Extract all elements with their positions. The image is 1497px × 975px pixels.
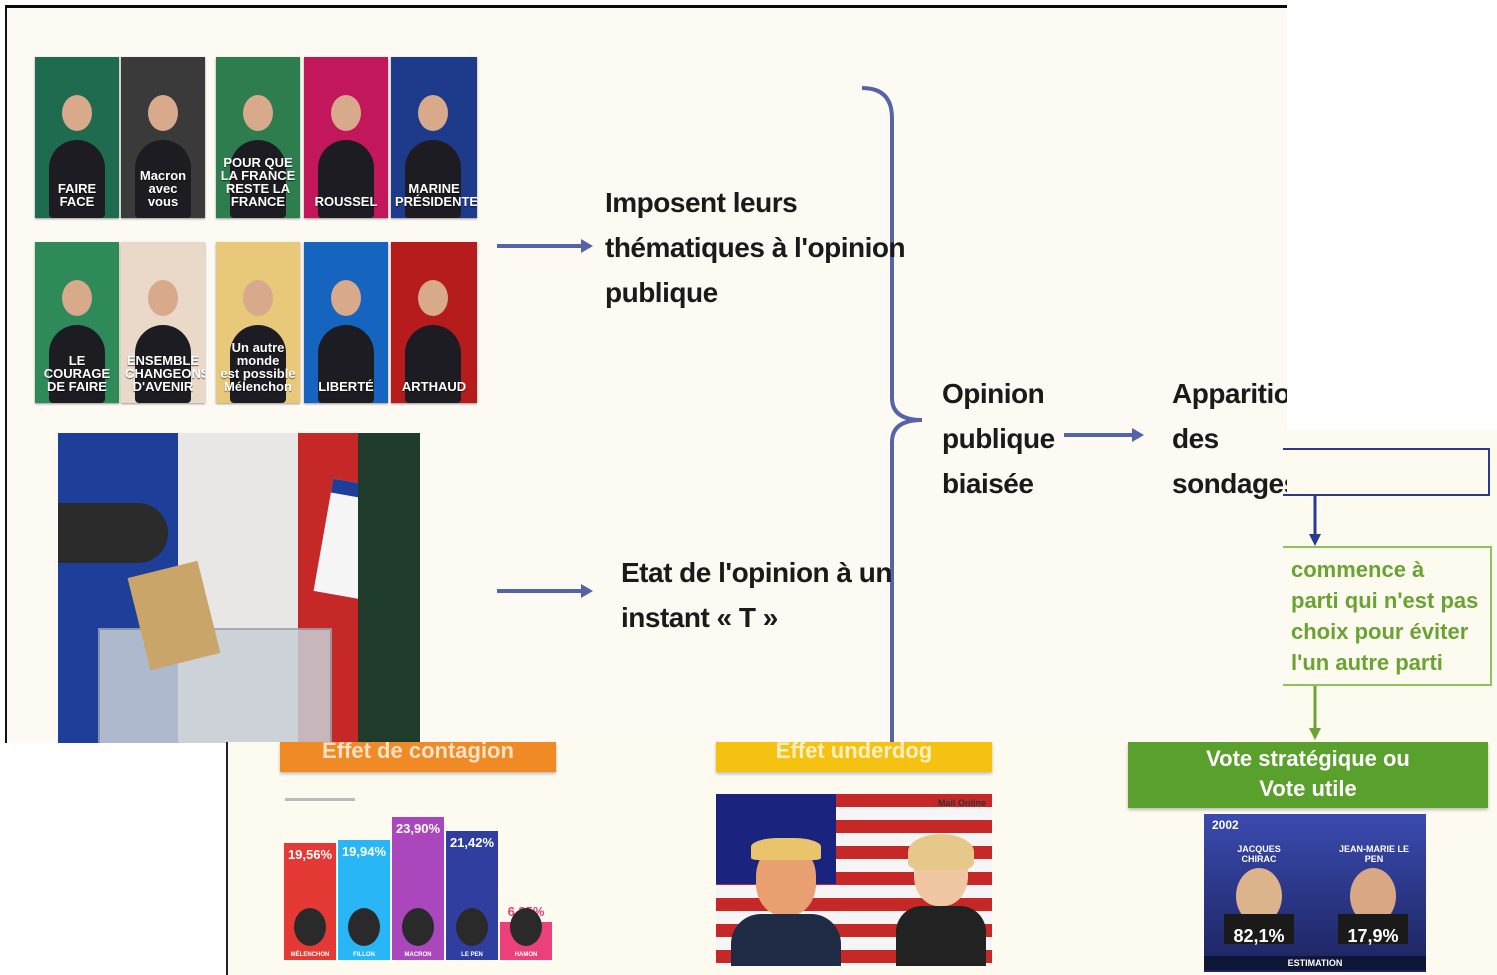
- poll-bar-label: 23,90%: [395, 821, 441, 836]
- arrow-down-1: [1309, 496, 1321, 546]
- green-explanation-box: commence à parti qui n'est pas choix pou…: [1283, 546, 1492, 686]
- campaign-poster: ROUSSEL: [304, 57, 388, 218]
- candidate-name: HAMON: [514, 952, 538, 958]
- slide-right: commence à parti qui n'est pas choix pou…: [1283, 430, 1497, 742]
- poll-bar: 23,90% MACRON: [392, 817, 444, 960]
- candidate-left-name: JACQUES CHIRAC: [1237, 844, 1281, 864]
- opinion-text: Opinion publique biaisée: [942, 378, 1055, 499]
- campaign-poster: FAIRE FACE: [35, 57, 119, 218]
- candidate-portrait: [294, 908, 326, 946]
- channel-logo: 2002: [1212, 818, 1239, 832]
- arrow-opinion: [1064, 428, 1144, 442]
- estimation-banner: ESTIMATION: [1204, 956, 1426, 970]
- candidate-right-name: JEAN-MARIE LE PEN: [1338, 844, 1409, 864]
- campaign-poster: LIBERTÉ: [304, 242, 388, 403]
- poll-bar: 21,42% LE PEN: [446, 831, 498, 960]
- chart-source-line: [285, 798, 355, 801]
- impose-text: Imposent leurs thématiques à l'opinion p…: [605, 187, 906, 308]
- campaign-poster: Un autre monde est possible Mélenchon: [216, 242, 300, 403]
- candidate-right-score: 17,9%: [1347, 926, 1399, 946]
- candidate-portrait: [402, 908, 434, 946]
- slide-bottom: Effet de contagion Effet underdog Vote s…: [226, 742, 1497, 975]
- candidate-left-score: 82,1%: [1233, 926, 1285, 946]
- arrow-ballot: [497, 584, 593, 598]
- poll-bar-label: 19,94%: [341, 844, 387, 859]
- trump-figure: [731, 838, 841, 966]
- candidate-name: LE PEN: [461, 952, 483, 958]
- candidate-portrait: [348, 908, 380, 946]
- sondages-box-edge: [1283, 448, 1490, 496]
- underdog-label: Effet underdog: [716, 742, 992, 772]
- poll-bar-label: 19,56%: [287, 847, 333, 862]
- etat-text: Etat de l'opinion à un instant « T »: [621, 557, 892, 633]
- candidate-portrait: [510, 908, 542, 946]
- campaign-poster: MARINE PRÉSIDENTE: [391, 57, 477, 218]
- clinton-figure: [896, 834, 986, 966]
- candidate-name: FILLON: [353, 952, 375, 958]
- campaign-poster: Macron avec vous: [121, 57, 205, 218]
- poll-bar: 19,56% MÉLENCHON: [284, 843, 336, 960]
- campaign-poster: POUR QUE LA FRANCE RESTE LA FRANCE: [216, 57, 300, 218]
- poll-bar: 6,35%HAMON: [500, 904, 552, 960]
- vote-utile-label: Vote stratégique ou Vote utile: [1128, 742, 1488, 808]
- poll-bar-label: 21,42%: [449, 835, 495, 850]
- curly-brace: [861, 86, 923, 743]
- campaign-poster: ARTHAUD: [391, 242, 477, 403]
- campaign-poster: ENSEMBLE CHANGEONS D'AVENIR: [121, 242, 205, 403]
- ballot-photo: [58, 433, 420, 743]
- arrow-down-2: [1309, 686, 1321, 740]
- candidate-name: MÉLENCHON: [290, 952, 330, 958]
- election-result-image: 2002 JACQUES CHIRAC JEAN-MARIE LE PEN 82…: [1204, 814, 1426, 972]
- underdog-source-tag: Mail Online: [937, 798, 986, 808]
- arrow-posters: [497, 239, 593, 253]
- poll-bar: 19,94% FILLON: [338, 840, 390, 960]
- contagion-label: Effet de contagion: [280, 742, 556, 772]
- campaign-poster: LE COURAGE DE FAIRE: [35, 242, 119, 403]
- candidate-name: MACRON: [404, 952, 432, 958]
- apparition-text: Apparition des sondages: [1172, 378, 1287, 499]
- candidate-portrait: [456, 908, 488, 946]
- underdog-photo: Mail Online: [716, 794, 992, 966]
